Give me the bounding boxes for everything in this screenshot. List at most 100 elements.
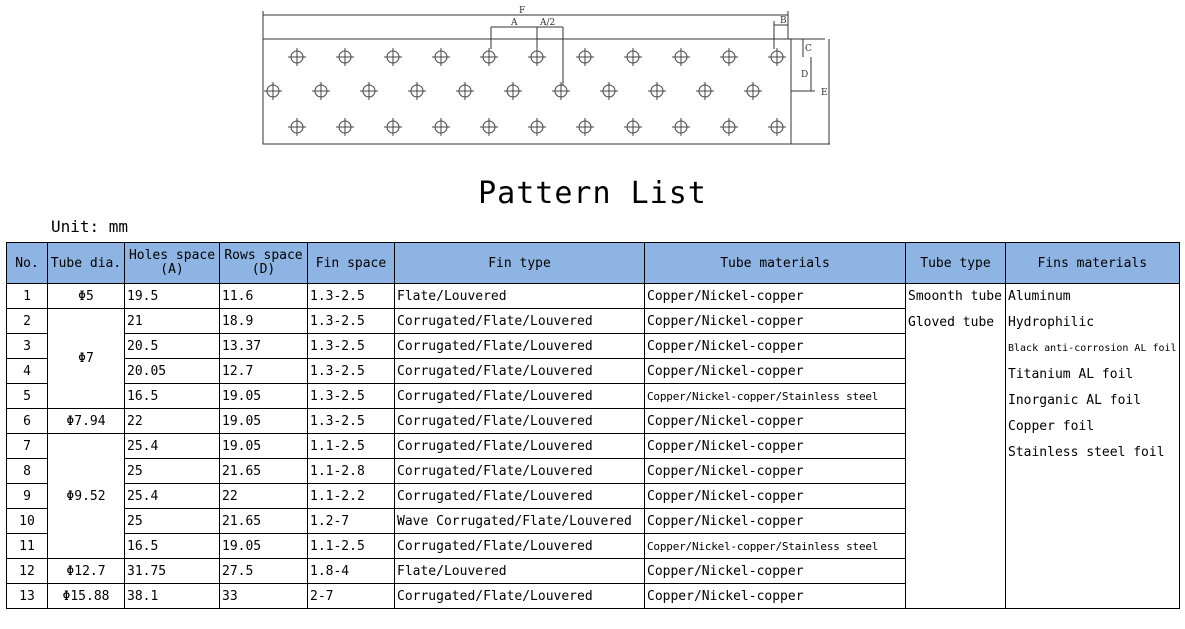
cell-rows-space: 19.05 xyxy=(219,533,308,559)
cell-no: 2 xyxy=(6,308,48,334)
cell-rows-space: 19.05 xyxy=(219,433,308,459)
cell-fin-type: Corrugated/Flate/Louvered xyxy=(394,333,645,359)
table-row: 4 20.05 12.7 1.3-2.5 Corrugated/Flate/Lo… xyxy=(6,358,1180,384)
cell-fin-space: 1.3-2.5 xyxy=(307,358,395,384)
cell-holes-space: 22 xyxy=(124,408,220,434)
cell-tube-dia: Φ9.52 xyxy=(47,433,125,559)
table-row: 1 Φ5 19.5 11.6 1.3-2.5 Flate/Louvered Co… xyxy=(6,283,1180,609)
cell-fin-space: 1.3-2.5 xyxy=(307,383,395,409)
cell-fin-space: 1.1-2.8 xyxy=(307,458,395,484)
cell-tube-dia: Φ15.88 xyxy=(47,583,125,609)
cell-no: 6 xyxy=(6,408,48,434)
cell-holes-space: 19.5 xyxy=(124,283,220,309)
header-holes-space: Holes space(A) xyxy=(124,242,220,284)
dim-label-c: C xyxy=(805,44,812,54)
cell-tube-materials: Copper/Nickel-copper xyxy=(644,558,906,584)
cell-no: 8 xyxy=(6,458,48,484)
table-row: 9 25.4 22 1.1-2.2 Corrugated/Flate/Louve… xyxy=(6,483,1180,509)
cell-rows-space: 21.65 xyxy=(219,458,308,484)
header-no: No. xyxy=(6,242,48,284)
fins-material-item: Black anti-corrosion AL foil xyxy=(1008,343,1177,354)
header-fin-type: Fin type xyxy=(394,242,645,284)
table-row: 10 25 21.65 1.2-7 Wave Corrugated/Flate/… xyxy=(6,508,1180,534)
cell-fin-space: 1.3-2.5 xyxy=(307,408,395,434)
fins-material-item: Titanium AL foil xyxy=(1008,367,1134,382)
cell-no: 7 xyxy=(6,433,48,459)
cell-tube-materials: Copper/Nickel-copper xyxy=(644,308,906,334)
cell-fin-space: 1.3-2.5 xyxy=(307,283,395,309)
header-rows-space-line1: Rows space xyxy=(224,248,303,263)
cell-fin-type: Flate/Louvered xyxy=(394,283,645,309)
header-fins-materials: Fins materials xyxy=(1005,242,1180,284)
cell-fin-type: Corrugated/Flate/Louvered xyxy=(394,583,645,609)
cell-fin-type: Corrugated/Flate/Louvered xyxy=(394,408,645,434)
pattern-table: No. Tube dia. Holes space(A) Rows space(… xyxy=(6,242,1180,609)
cell-fin-type: Corrugated/Flate/Louvered xyxy=(394,433,645,459)
cell-holes-space: 25.4 xyxy=(124,433,220,459)
tube-type-item: Gloved tube xyxy=(908,315,995,330)
tube-type-item: Smoonth tube xyxy=(908,289,1002,304)
cell-tube-dia: Φ7 xyxy=(47,308,125,409)
cell-fin-type: Wave Corrugated/Flate/Louvered xyxy=(394,508,645,534)
cell-holes-space: 16.5 xyxy=(124,533,220,559)
cell-fin-space: 1.3-2.5 xyxy=(307,333,395,359)
header-rows-space-line2: (D) xyxy=(251,262,276,277)
cell-rows-space: 19.05 xyxy=(219,408,308,434)
cell-fins-materials-merged: Aluminum Hydrophilic Black anti-corrosio… xyxy=(1005,283,1180,609)
cell-fin-space: 1.2-7 xyxy=(307,508,395,534)
header-holes-space-line1: Holes space xyxy=(128,248,216,263)
cell-holes-space: 25 xyxy=(124,508,220,534)
cell-tube-dia: Φ5 xyxy=(47,283,125,309)
dim-label-d: D xyxy=(801,70,808,80)
cell-holes-space: 25.4 xyxy=(124,483,220,509)
table-row: 7 Φ9.52 25.4 19.05 1.1-2.5 Corrugated/Fl… xyxy=(6,433,1180,559)
cell-holes-space: 16.5 xyxy=(124,383,220,409)
cell-fin-space: 1.1-2.5 xyxy=(307,433,395,459)
header-tube-materials: Tube materials xyxy=(644,242,906,284)
dim-label-f: F xyxy=(519,6,525,16)
cell-tube-materials: Copper/Nickel-copper xyxy=(644,283,906,309)
cell-tube-materials: Copper/Nickel-copper/Stainless steel xyxy=(644,533,906,559)
cell-holes-space: 38.1 xyxy=(124,583,220,609)
cell-no: 9 xyxy=(6,483,48,509)
cell-fin-space: 1.3-2.5 xyxy=(307,308,395,334)
cell-tube-materials: Copper/Nickel-copper xyxy=(644,333,906,359)
fins-material-item: Copper foil xyxy=(1008,419,1095,434)
cell-tube-materials: Copper/Nickel-copper xyxy=(644,458,906,484)
cell-fin-type: Corrugated/Flate/Louvered xyxy=(394,308,645,334)
cell-no: 13 xyxy=(6,583,48,609)
cell-rows-space: 18.9 xyxy=(219,308,308,334)
cell-fin-type: Corrugated/Flate/Louvered xyxy=(394,358,645,384)
header-holes-space-line2: (A) xyxy=(160,262,184,277)
dim-label-a-half: A/2 xyxy=(539,18,555,28)
cell-tube-dia: Φ7.94 xyxy=(47,408,125,434)
cell-holes-space: 25 xyxy=(124,458,220,484)
cell-fin-type: Corrugated/Flate/Louvered xyxy=(394,483,645,509)
fins-material-item: Stainless steel foil xyxy=(1008,445,1165,460)
dim-label-e: E xyxy=(821,88,828,98)
cell-no: 5 xyxy=(6,383,48,409)
cell-no: 4 xyxy=(6,358,48,384)
cell-rows-space: 33 xyxy=(219,583,308,609)
table-row: 5 16.5 19.05 1.3-2.5 Corrugated/Flate/Lo… xyxy=(6,383,1180,409)
cell-holes-space: 20.05 xyxy=(124,358,220,384)
table-row: 2 Φ7 21 18.9 1.3-2.5 Corrugated/Flate/Lo… xyxy=(6,308,1180,409)
cell-rows-space: 11.6 xyxy=(219,283,308,309)
cell-tube-materials: Copper/Nickel-copper xyxy=(644,508,906,534)
cell-tube-materials: Copper/Nickel-copper xyxy=(644,408,906,434)
table-header-row: No. Tube dia. Holes space(A) Rows space(… xyxy=(6,242,1180,284)
cell-fin-space: 1.8-4 xyxy=(307,558,395,584)
header-fin-space: Fin space xyxy=(307,242,395,284)
cell-tube-materials: Copper/Nickel-copper xyxy=(644,483,906,509)
header-tube-dia: Tube dia. xyxy=(47,242,125,284)
fin-pattern-diagram: F A A/2 B C D E xyxy=(262,6,830,145)
header-rows-space: Rows space(D) xyxy=(219,242,308,284)
cell-tube-type-merged: Smoonth tube Gloved tube xyxy=(905,283,1006,609)
fins-material-item: Inorganic AL foil xyxy=(1008,393,1142,408)
cell-fin-type: Corrugated/Flate/Louvered xyxy=(394,383,645,409)
cell-no: 11 xyxy=(6,533,48,559)
dim-label-a: A xyxy=(510,18,518,28)
header-tube-type: Tube type xyxy=(905,242,1006,284)
cell-tube-materials: Copper/Nickel-copper xyxy=(644,433,906,459)
cell-tube-materials: Copper/Nickel-copper/Stainless steel xyxy=(644,383,906,409)
